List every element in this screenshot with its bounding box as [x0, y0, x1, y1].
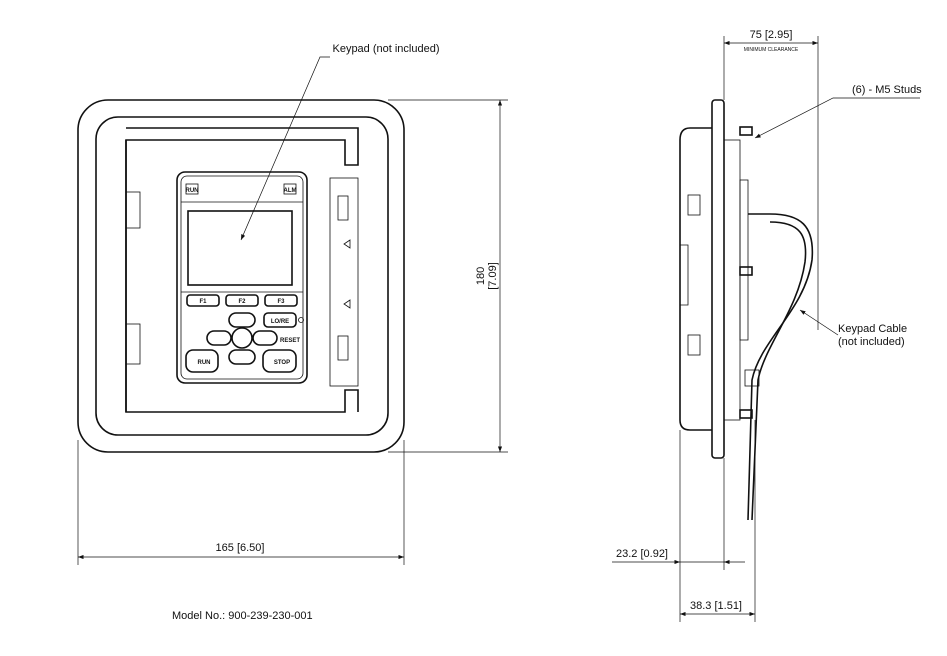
stud	[739, 266, 753, 276]
inner-frame-lower	[125, 140, 359, 413]
stud	[739, 126, 753, 136]
side-view: 75 [2.95] MINIMUM CLEARANCE (6) - M5 Stu…	[612, 29, 922, 622]
hinge-arrow-icon	[343, 239, 351, 309]
left-key	[206, 330, 232, 346]
right-key	[252, 330, 278, 346]
inner-bezel	[95, 116, 389, 436]
stud	[739, 409, 753, 419]
rear-housing-recess	[680, 244, 689, 306]
cable-label-line2: (not included)	[838, 336, 905, 348]
mounting-plate	[711, 99, 725, 459]
rear-clip	[687, 334, 701, 356]
rear-housing	[679, 127, 712, 431]
run-key	[185, 349, 219, 373]
keypad-screen	[187, 210, 293, 286]
keypad-leader-line	[240, 56, 330, 241]
run-led	[185, 183, 199, 195]
studs-label: (6) - M5 Studs	[852, 84, 922, 96]
hinge-tab-bottom	[337, 335, 349, 361]
keypad-body	[176, 171, 308, 384]
height-dimension-inches: [7.09]	[487, 262, 499, 290]
run-key-label: RUN	[198, 360, 211, 366]
width-dimension: 165 [6.50]	[216, 542, 265, 554]
cable-connector	[744, 369, 760, 387]
latch-top	[125, 191, 141, 229]
down-key	[228, 349, 256, 365]
depth-front-dimension: 23.2 [0.92]	[616, 548, 668, 560]
studs	[739, 126, 753, 419]
f3-label: F3	[277, 299, 285, 305]
run-led-label: RUN	[186, 188, 199, 194]
up-key	[228, 312, 256, 328]
f1-label: F1	[199, 299, 207, 305]
keypad-cable-inner	[751, 221, 807, 521]
inner-frame	[125, 127, 359, 412]
depth-total-dimension: 38.3 [1.51]	[690, 600, 742, 612]
cable-leader-line	[799, 309, 839, 336]
cable-label-line1: Keypad Cable	[838, 323, 907, 335]
hinge-tab-top	[337, 195, 349, 221]
f2-label: F2	[238, 299, 246, 305]
studs-leader-line	[754, 97, 920, 139]
outer-bezel	[77, 99, 405, 453]
enter-key	[231, 327, 253, 349]
stop-key-label: STOP	[274, 360, 290, 366]
lore-label: LO/RE	[271, 319, 289, 325]
alm-led	[283, 183, 297, 195]
alm-led-label: ALM	[284, 188, 297, 194]
f3-key	[264, 294, 298, 307]
clearance-dimension: 75 [2.95]	[750, 29, 793, 41]
clearance-note: MINIMUM CLEARANCE	[744, 47, 799, 53]
front-housing	[723, 139, 741, 421]
f1-key	[186, 294, 220, 307]
latch-bottom	[125, 323, 141, 365]
reset-label: RESET	[280, 338, 300, 344]
keypad-label: Keypad (not included)	[332, 43, 439, 55]
keypad-inner	[180, 175, 304, 380]
keypad-profile	[739, 179, 749, 341]
height-dimension: 180	[475, 267, 487, 285]
lore-key	[263, 312, 297, 328]
rear-clip	[687, 194, 701, 216]
model-number: Model No.: 900-239-230-001	[172, 610, 313, 622]
front-view: RUN ALM F1 F2 F3 LO/RE RESET RUN STOP Ke…	[77, 43, 508, 622]
f2-key	[225, 294, 259, 307]
keypad-cable	[747, 213, 814, 521]
hinge-side	[329, 177, 359, 387]
keypad: RUN ALM F1 F2 F3 LO/RE RESET RUN STOP	[176, 171, 308, 384]
lore-led	[298, 317, 304, 323]
stop-key	[262, 349, 297, 373]
